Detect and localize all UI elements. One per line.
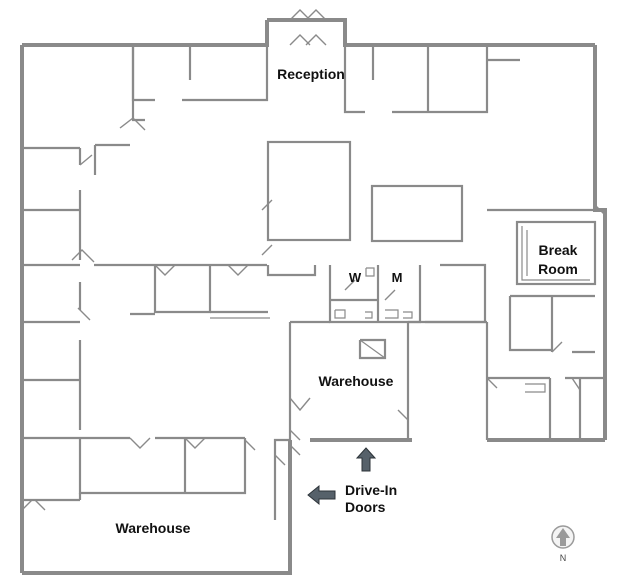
restrooms xyxy=(266,263,487,324)
drive-in-label-line1: Drive-In xyxy=(345,482,397,498)
mens-restroom-label: M xyxy=(392,270,403,285)
reception-label: Reception xyxy=(277,66,345,82)
drive-in-label-line2: Doors xyxy=(345,499,386,515)
drive-in-up-arrow-icon xyxy=(355,447,377,472)
break-room-label-line2: Room xyxy=(538,261,578,277)
reception-entry-doors xyxy=(289,9,327,46)
compass-north-label: N xyxy=(560,553,567,563)
womens-restroom-label: W xyxy=(349,270,362,285)
east-cluster xyxy=(486,204,606,440)
north-offices xyxy=(131,45,520,122)
central-warehouse-label: Warehouse xyxy=(319,373,394,389)
drive-in-left-arrow-icon xyxy=(307,484,336,506)
break-room-label-line1: Break xyxy=(539,242,578,258)
north-compass-icon xyxy=(551,525,575,549)
south-warehouse xyxy=(21,436,301,520)
south-warehouse-label: Warehouse xyxy=(116,520,191,536)
west-offices xyxy=(22,117,146,502)
central-warehouse xyxy=(288,320,489,441)
central-rooms xyxy=(94,140,464,319)
